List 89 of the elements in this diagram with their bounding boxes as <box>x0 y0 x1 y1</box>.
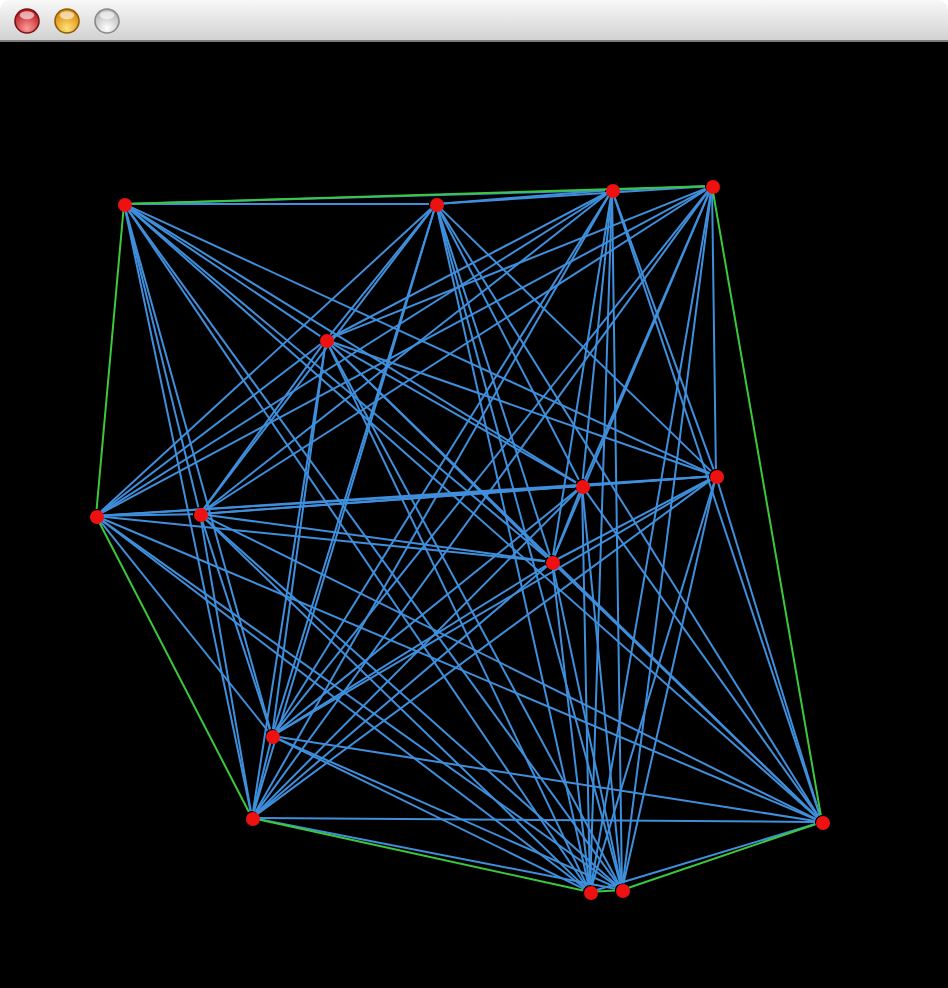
connector-line <box>331 192 607 338</box>
connector-line <box>273 209 435 731</box>
connector-line <box>329 208 433 336</box>
connector-line <box>201 519 271 731</box>
vertex-dot <box>319 333 333 347</box>
connector-line <box>255 489 579 815</box>
connector-line <box>581 491 623 885</box>
vertex-dot <box>429 197 443 211</box>
vertex-dot <box>193 507 207 521</box>
connector-line <box>254 195 610 813</box>
connector-line <box>271 345 327 731</box>
connector-line <box>203 344 323 510</box>
connector-line <box>277 478 711 734</box>
connector-line <box>436 209 622 885</box>
connector-line <box>712 191 822 817</box>
connector-line <box>252 741 272 813</box>
connector-line <box>551 567 591 887</box>
connector-line <box>274 194 610 732</box>
connector-line <box>129 205 711 475</box>
connector-line <box>436 209 590 887</box>
connector-line <box>95 210 125 510</box>
connector-line <box>552 195 612 557</box>
vertex-dot <box>615 883 629 897</box>
connector-line <box>101 188 707 514</box>
connector-line <box>204 188 708 512</box>
connector-line <box>552 567 622 885</box>
connector-line <box>101 515 547 563</box>
connector-line <box>102 475 710 517</box>
connector-line <box>438 208 820 818</box>
connector-line <box>252 345 326 813</box>
vertex-dot <box>709 469 723 483</box>
connector-line <box>442 185 706 205</box>
connector-line <box>613 195 715 471</box>
vertex-dot <box>117 197 131 211</box>
connector-line <box>130 185 706 205</box>
connector-line <box>438 209 580 481</box>
connector-line <box>557 478 711 560</box>
connector-line <box>276 564 548 734</box>
connector-line <box>613 195 821 817</box>
connector-line <box>99 520 269 732</box>
connector-line <box>331 187 707 339</box>
connector-line <box>258 817 816 823</box>
connector-line <box>627 823 817 889</box>
connector-line <box>128 207 818 819</box>
connector-line <box>556 565 818 819</box>
connector-line <box>101 517 817 821</box>
vertex-dot <box>89 509 103 523</box>
connector-line <box>553 191 711 557</box>
connector-line <box>585 490 819 818</box>
connector-line <box>717 481 821 817</box>
connector-line <box>331 341 711 475</box>
connector-line <box>255 190 709 814</box>
connector-line <box>98 521 250 813</box>
connector-line <box>205 516 817 820</box>
connector-line <box>581 492 591 886</box>
vertex-dot <box>245 811 259 825</box>
connector-line <box>203 208 433 510</box>
vertex-dot <box>705 179 719 193</box>
connector-line <box>590 191 712 887</box>
connector-line <box>622 481 716 885</box>
connector-line <box>711 192 717 470</box>
connector-line <box>204 193 608 511</box>
vertex-dot <box>583 885 597 899</box>
connector-line <box>331 342 577 484</box>
connector-line <box>596 889 616 893</box>
connector-line <box>100 343 322 513</box>
connector-line <box>253 209 435 813</box>
connector-line <box>275 190 709 732</box>
vertex-dot <box>605 183 619 197</box>
vertex-dot <box>815 815 829 829</box>
connector-line <box>256 565 548 815</box>
connector-line <box>128 207 548 559</box>
connector-line <box>205 513 547 563</box>
connector-line <box>588 475 710 487</box>
connector-line <box>256 479 712 815</box>
connector-line <box>277 736 817 822</box>
connector-line <box>128 206 578 484</box>
connector-line <box>124 209 272 731</box>
connector-line <box>440 207 712 473</box>
connector-line <box>621 191 713 885</box>
connector-line <box>100 207 432 513</box>
connector-line <box>200 519 252 813</box>
connector-line <box>595 823 817 891</box>
connector-line <box>437 209 551 557</box>
connector-line <box>124 209 252 813</box>
connector-line <box>591 481 715 887</box>
connector-line <box>553 491 581 557</box>
connector-line <box>276 489 578 733</box>
connector-line <box>611 196 623 884</box>
